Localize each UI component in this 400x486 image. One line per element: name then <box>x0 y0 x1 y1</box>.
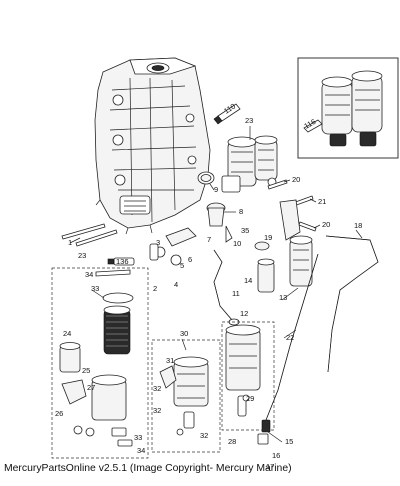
callout-2: 2 <box>153 284 157 293</box>
leader-lines <box>69 126 363 443</box>
callout-10: 10 <box>233 239 241 248</box>
callout-7: 7 <box>207 235 211 244</box>
callout-12: 12 <box>240 309 248 318</box>
callout-33b: 33 <box>134 433 142 442</box>
oil-filter-24 <box>59 342 81 373</box>
callout-23b: 23 <box>78 251 86 260</box>
callout-34b: 34 <box>137 446 145 455</box>
callout-33a: 33 <box>91 284 99 293</box>
callout-24: 24 <box>63 329 71 338</box>
lubricant-tube-136: 136 <box>107 257 135 266</box>
bolt-1 <box>61 223 106 240</box>
part-8 <box>206 202 226 227</box>
callout-17: 17 <box>266 462 274 471</box>
callout-30: 30 <box>180 329 188 338</box>
callout-19: 19 <box>264 233 272 242</box>
callout-14: 14 <box>244 276 252 285</box>
fuel-module-assembly <box>221 135 278 193</box>
assembly-30 <box>159 356 209 436</box>
tube-label-136: 136 <box>116 257 129 266</box>
callout-20b: 20 <box>322 220 330 229</box>
callout-9: 9 <box>214 185 218 194</box>
bracket-19 <box>279 199 301 241</box>
callout-31: 31 <box>166 356 174 365</box>
filter-element-14 <box>257 258 275 293</box>
callout-16: 16 <box>272 451 280 460</box>
assembly-inset: 116 <box>297 57 399 159</box>
assembly-28 <box>225 324 261 417</box>
callout-23a: 23 <box>245 116 253 125</box>
lubricant-tube-110: 110 <box>213 102 241 125</box>
callout-15: 15 <box>285 437 293 446</box>
callout-6: 6 <box>188 255 192 264</box>
callout-21: 21 <box>318 197 326 206</box>
assembly-box-28 <box>221 321 275 431</box>
filter-cartridge <box>103 305 131 355</box>
part-35 <box>225 225 233 243</box>
fuel-hose-18 <box>325 235 379 373</box>
callout-35: 35 <box>241 226 249 235</box>
callout-32b: 32 <box>153 406 161 415</box>
callout-20a: 20 <box>292 175 300 184</box>
callout-4: 4 <box>174 280 178 289</box>
callout-18: 18 <box>354 221 362 230</box>
callout-28: 28 <box>228 437 236 446</box>
fitting-15 <box>261 419 271 433</box>
filter-kit-box <box>51 267 149 459</box>
image-caption: MercuryPartsOnline v2.5.1 (Image Copyrig… <box>4 463 292 474</box>
fittings-3-7 <box>149 227 197 266</box>
callout-22: 22 <box>286 333 294 342</box>
callout-1: 1 <box>68 238 72 247</box>
callout-32c: 32 <box>200 431 208 440</box>
callout-3: 3 <box>156 238 160 247</box>
cap-19 <box>254 241 270 251</box>
callout-34a: 34 <box>85 270 93 279</box>
callout-27: 27 <box>87 383 95 392</box>
callout-13: 13 <box>279 293 287 302</box>
callout-29: 29 <box>246 394 254 403</box>
callout-numbers: 1 2 3 4 5 6 7 8 9 10 11 12 13 14 15 16 1… <box>55 116 362 471</box>
callout-25: 25 <box>82 366 90 375</box>
water-separator-13 <box>289 235 313 287</box>
housing-26-27 <box>61 374 127 421</box>
callout-11: 11 <box>232 289 240 298</box>
engine-block <box>94 57 211 235</box>
callout-5: 5 <box>180 261 184 270</box>
callout-26: 26 <box>55 409 63 418</box>
callout-32a: 32 <box>153 384 161 393</box>
callout-8: 8 <box>239 207 243 216</box>
small-fittings <box>73 425 133 447</box>
